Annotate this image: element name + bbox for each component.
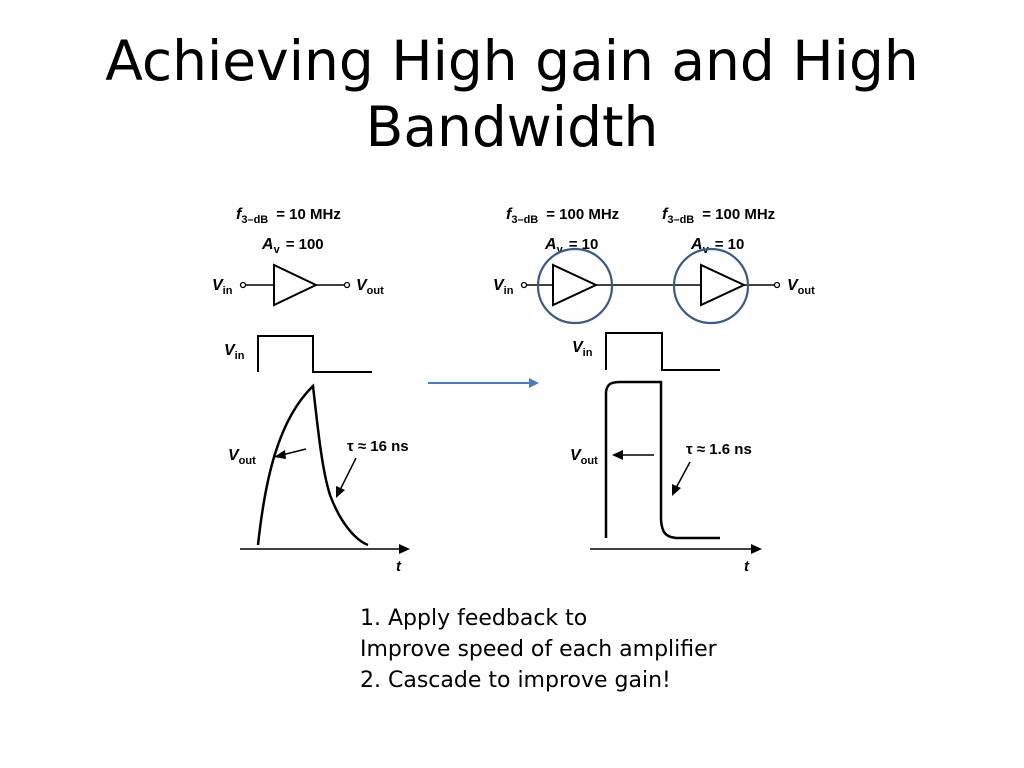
slide-title: Achieving High gain and High Bandwidth (0, 28, 1024, 160)
right-t-label: t (744, 558, 750, 575)
left-vin-label: Vin (212, 277, 233, 297)
left-input-terminal (239, 281, 247, 289)
stage2-av-label: Av= 10 (690, 236, 744, 256)
transition-arrow (428, 378, 539, 388)
left-t-label: t (396, 558, 402, 575)
right-waveform: Vin Vout τ ≈ 1.6 ns t (570, 332, 762, 575)
note-line-1: 1. Apply feedback to (360, 606, 588, 631)
stage1-amplifier-triangle (552, 263, 599, 307)
left-amplifier-circuit: f3–dB= 10 MHz Av= 100 Vin Vout (212, 206, 384, 307)
notes-block: 1. Apply feedback to Improve speed of ea… (360, 603, 717, 696)
stage2-f3db-label: f3–dB= 100 MHz (662, 206, 775, 226)
right-vout-label: Vout (787, 277, 815, 297)
title-line-1: Achieving High gain and High (105, 29, 919, 93)
left-wave-vin-label: Vin (224, 342, 245, 362)
right-output-response (604, 380, 720, 540)
stage2-amplifier-triangle (700, 263, 747, 307)
left-av-label: Av= 100 (261, 236, 324, 256)
right-vout-arrowhead (612, 450, 623, 460)
right-input-terminal (520, 281, 528, 289)
right-wave-vout-label: Vout (570, 447, 598, 467)
right-vin-label: Vin (493, 277, 514, 297)
right-output-terminal (773, 281, 781, 289)
left-f3db-label: f3–dB= 10 MHz (236, 206, 341, 226)
left-tau-arrowhead (336, 486, 345, 498)
left-amplifier-triangle (273, 263, 319, 307)
note-line-3: 2. Cascade to improve gain! (360, 668, 671, 693)
left-vout-label: Vout (356, 277, 384, 297)
right-amplifier-circuit: f3–dB= 100 MHz f3–dB= 100 MHz Av= 10 Av=… (493, 206, 815, 325)
stage2-highlight-circle (672, 247, 750, 325)
stage1-highlight-circle (536, 247, 614, 325)
left-waveform: Vin Vout τ ≈ 16 ns t (224, 335, 410, 575)
right-wave-vin-label: Vin (572, 339, 593, 359)
left-output-terminal (343, 281, 351, 289)
left-tau-label: τ ≈ 16 ns (347, 438, 409, 455)
right-tau-arrowhead (672, 484, 681, 496)
note-line-2: Improve speed of each amplifier (360, 637, 717, 662)
left-output-response (256, 383, 369, 547)
title-line-2: Bandwidth (365, 95, 659, 159)
left-wave-vout-label: Vout (228, 447, 256, 467)
left-vout-arrowhead (274, 450, 286, 459)
right-input-pulse (605, 332, 720, 371)
left-input-pulse (257, 335, 372, 373)
stage1-f3db-label: f3–dB= 100 MHz (506, 206, 619, 226)
right-tau-label: τ ≈ 1.6 ns (686, 441, 752, 458)
